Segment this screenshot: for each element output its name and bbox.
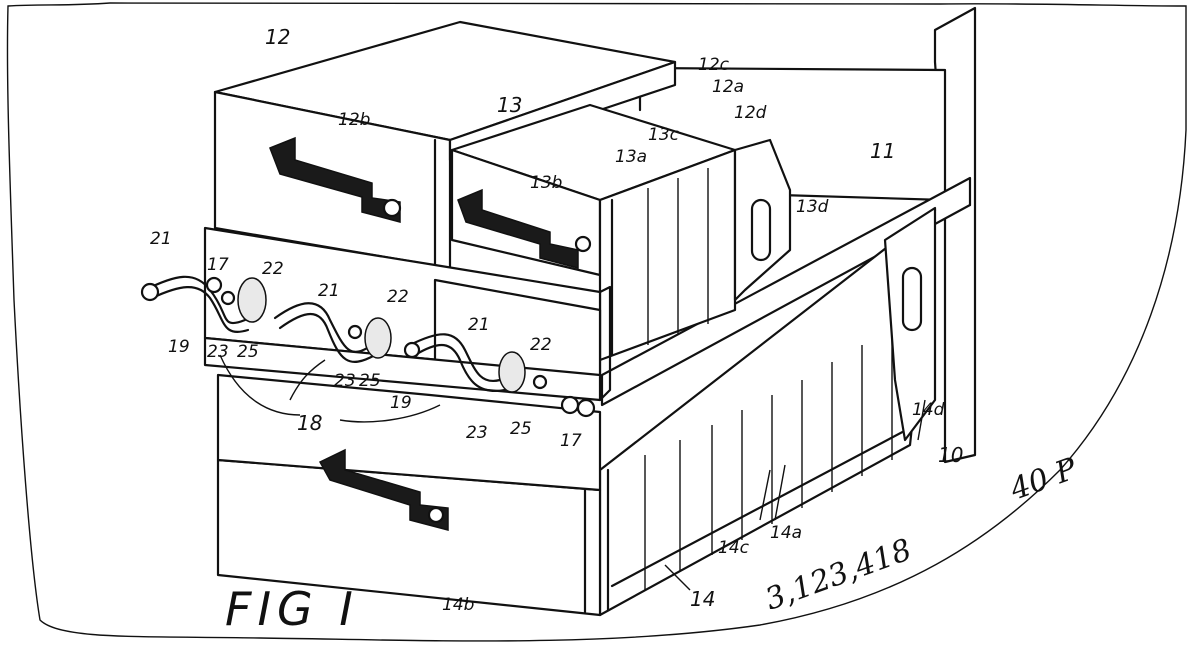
label-14d: 14d bbox=[912, 400, 945, 420]
label-12: 12 bbox=[265, 25, 290, 49]
drawer-14 bbox=[216, 206, 937, 617]
label-12c: 12c bbox=[698, 55, 730, 75]
label-14a: 14a bbox=[770, 523, 802, 543]
label-25-mid: 25 bbox=[359, 371, 381, 391]
leader-lines bbox=[219, 354, 926, 591]
label-13a: 13a bbox=[615, 147, 647, 167]
label-21-right: 21 bbox=[468, 315, 490, 335]
label-19-left: 19 bbox=[168, 337, 190, 357]
label-17-right: 17 bbox=[560, 431, 582, 451]
label-23-left: 23 bbox=[207, 342, 229, 362]
label-12d: 12d bbox=[734, 103, 767, 123]
label-14b: 14b bbox=[442, 595, 474, 615]
patent-note-suffix: 40 P bbox=[1005, 451, 1082, 508]
figure-caption: FIG I bbox=[225, 582, 359, 636]
label-13d: 13d bbox=[796, 197, 829, 217]
label-25-left: 25 bbox=[237, 342, 259, 362]
label-25-right: 25 bbox=[510, 419, 532, 439]
label-22-mid: 22 bbox=[387, 287, 409, 307]
label-23-right: 23 bbox=[466, 423, 488, 443]
patent-number-note: 3,123,418 bbox=[761, 532, 916, 617]
label-21-mid: 21 bbox=[318, 281, 340, 301]
label-21-left: 21 bbox=[150, 229, 172, 249]
label-12a: 12a bbox=[712, 77, 744, 97]
label-12b: 12b bbox=[338, 110, 370, 130]
label-17-left: 17 bbox=[207, 255, 229, 275]
drawer-13 bbox=[450, 103, 792, 362]
label-22-right: 22 bbox=[530, 335, 552, 355]
label-14c: 14c bbox=[718, 538, 750, 558]
label-10: 10 bbox=[938, 443, 963, 467]
label-14: 14 bbox=[690, 587, 715, 611]
label-23-mid: 23 bbox=[334, 371, 356, 391]
label-18: 18 bbox=[297, 411, 322, 435]
label-11: 11 bbox=[870, 139, 895, 163]
crank-assemblies bbox=[140, 275, 596, 418]
label-19-right: 19 bbox=[390, 393, 412, 413]
label-13: 13 bbox=[497, 93, 522, 117]
label-13c: 13c bbox=[648, 125, 680, 145]
label-22-left: 22 bbox=[262, 259, 284, 279]
label-13b: 13b bbox=[530, 173, 562, 193]
figure-outline bbox=[6, 2, 1187, 642]
